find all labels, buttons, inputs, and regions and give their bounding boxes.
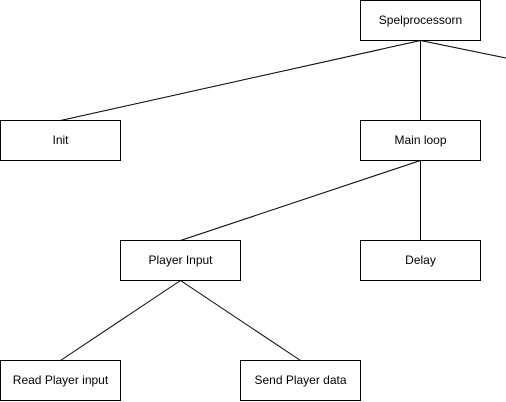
edge-spelprocessorn-offscreen <box>420 40 506 59</box>
node-read-player-input[interactable]: Read Player input <box>0 360 121 401</box>
node-box <box>360 120 481 161</box>
edge-spelprocessorn-init <box>60 40 421 121</box>
node-main-loop[interactable]: Main loop <box>360 120 481 161</box>
edge-main-loop-player-input <box>180 160 421 241</box>
node-player-input[interactable]: Player Input <box>120 240 241 281</box>
node-label: Main loop <box>394 133 446 147</box>
node-init[interactable]: Init <box>0 120 121 161</box>
edge-player-input-send-player-data <box>180 280 301 361</box>
node-label: Player Input <box>148 253 213 267</box>
node-label: Init <box>52 133 69 147</box>
node-box <box>360 240 481 281</box>
edge-player-input-read-player-input <box>60 280 181 361</box>
edges <box>60 40 506 361</box>
node-label: Send Player data <box>254 373 346 387</box>
node-box <box>0 360 121 401</box>
node-box <box>240 360 361 401</box>
node-box <box>0 120 121 161</box>
node-label: Delay <box>405 253 436 267</box>
node-delay[interactable]: Delay <box>360 240 481 281</box>
node-box <box>360 0 481 41</box>
node-label: Read Player input <box>13 373 109 387</box>
node-spelprocessorn[interactable]: Spelprocessorn <box>360 0 481 41</box>
node-label: Spelprocessorn <box>379 13 462 27</box>
node-box <box>120 240 241 281</box>
node-send-player-data[interactable]: Send Player data <box>240 360 361 401</box>
